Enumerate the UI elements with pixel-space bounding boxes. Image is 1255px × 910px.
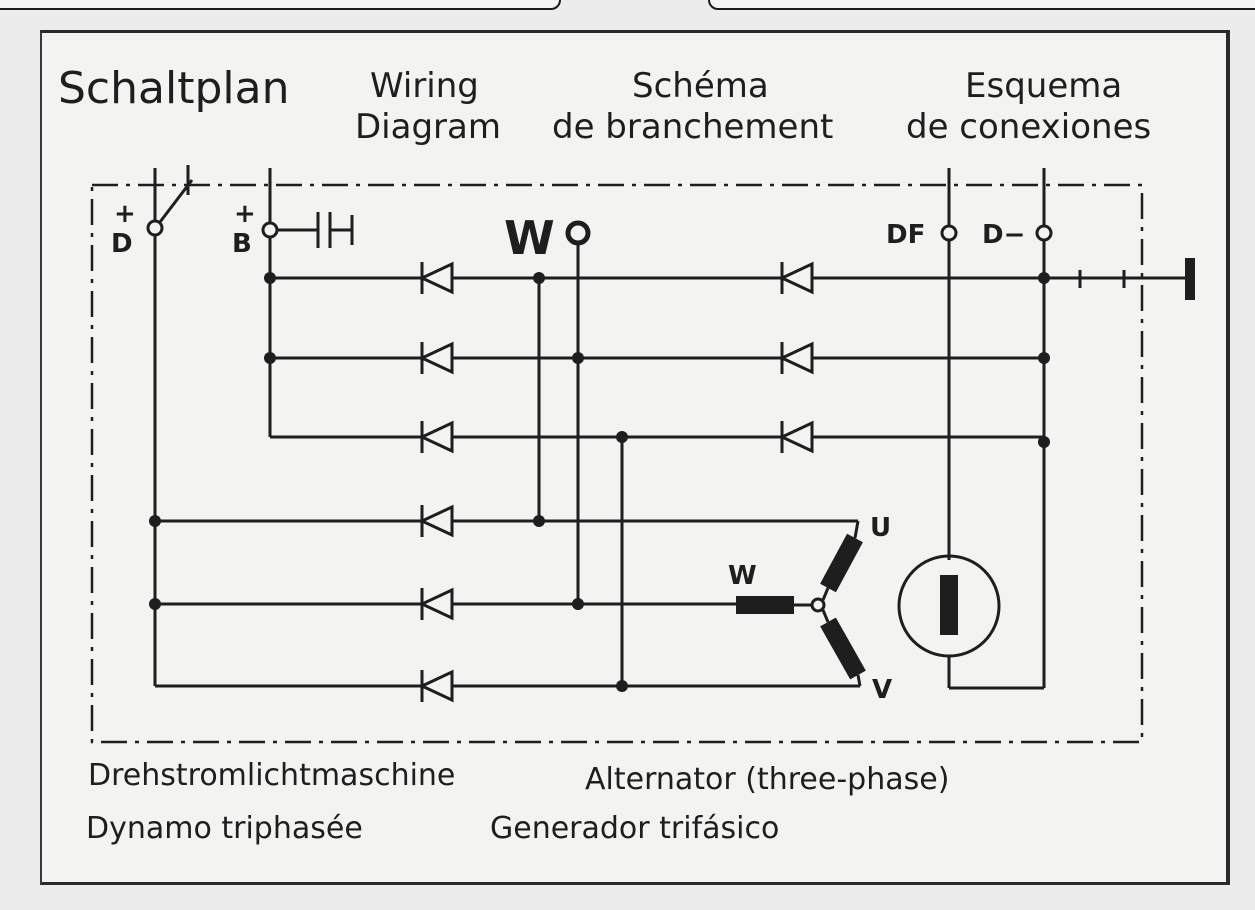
footer-french: Dynamo triphasée [86,811,363,846]
phase-w-label: W [728,561,757,591]
top-right-frame [708,0,1255,10]
terminal-w [565,220,591,246]
terminal-d-plus [146,219,164,237]
terminal-b-plus [261,221,279,239]
footer-spanish: Generador trifásico [490,811,779,846]
housing-outline [90,183,1144,744]
footer-german: Drehstromlichtmaschine [88,758,455,793]
terminal-w-label: W [504,211,555,265]
terminal-df [940,224,958,242]
terminal-d-minus [1035,224,1053,242]
title-spanish-line2: de conexiones [906,107,1151,147]
terminal-b-plus-sign: + [234,199,256,229]
title-spanish-line1: Esquema [965,66,1122,106]
terminal-b-label: B [232,229,252,259]
title-english-line2: Diagram [355,107,501,147]
diode-left-3 [418,420,454,454]
title-english-line1: Wiring [370,66,479,106]
diode-left-6 [418,669,454,703]
title-french-line1: Schéma [632,66,769,106]
title-french-line2: de branchement [552,107,833,147]
footer-english: Alternator (three-phase) [585,762,949,797]
terminal-d-minus-label: D− [982,220,1025,250]
diode-left-4 [418,504,454,538]
terminal-d-plus-sign: + [114,199,136,229]
terminal-df-label: DF [886,220,925,250]
diode-left-1 [418,261,454,295]
diode-right-1 [778,261,814,295]
diode-right-3 [778,420,814,454]
field-winding [897,442,1046,690]
terminal-d-label: D [111,229,133,259]
stator-winding [736,520,866,687]
junction-dots [149,272,1050,692]
capacitor [277,212,354,248]
phase-u-label: U [870,513,891,543]
diode-left-5 [418,587,454,621]
diode-left-2 [418,341,454,375]
diode-right-2 [778,341,814,375]
phase-v-label: V [872,675,892,705]
title-german: Schaltplan [58,63,289,114]
